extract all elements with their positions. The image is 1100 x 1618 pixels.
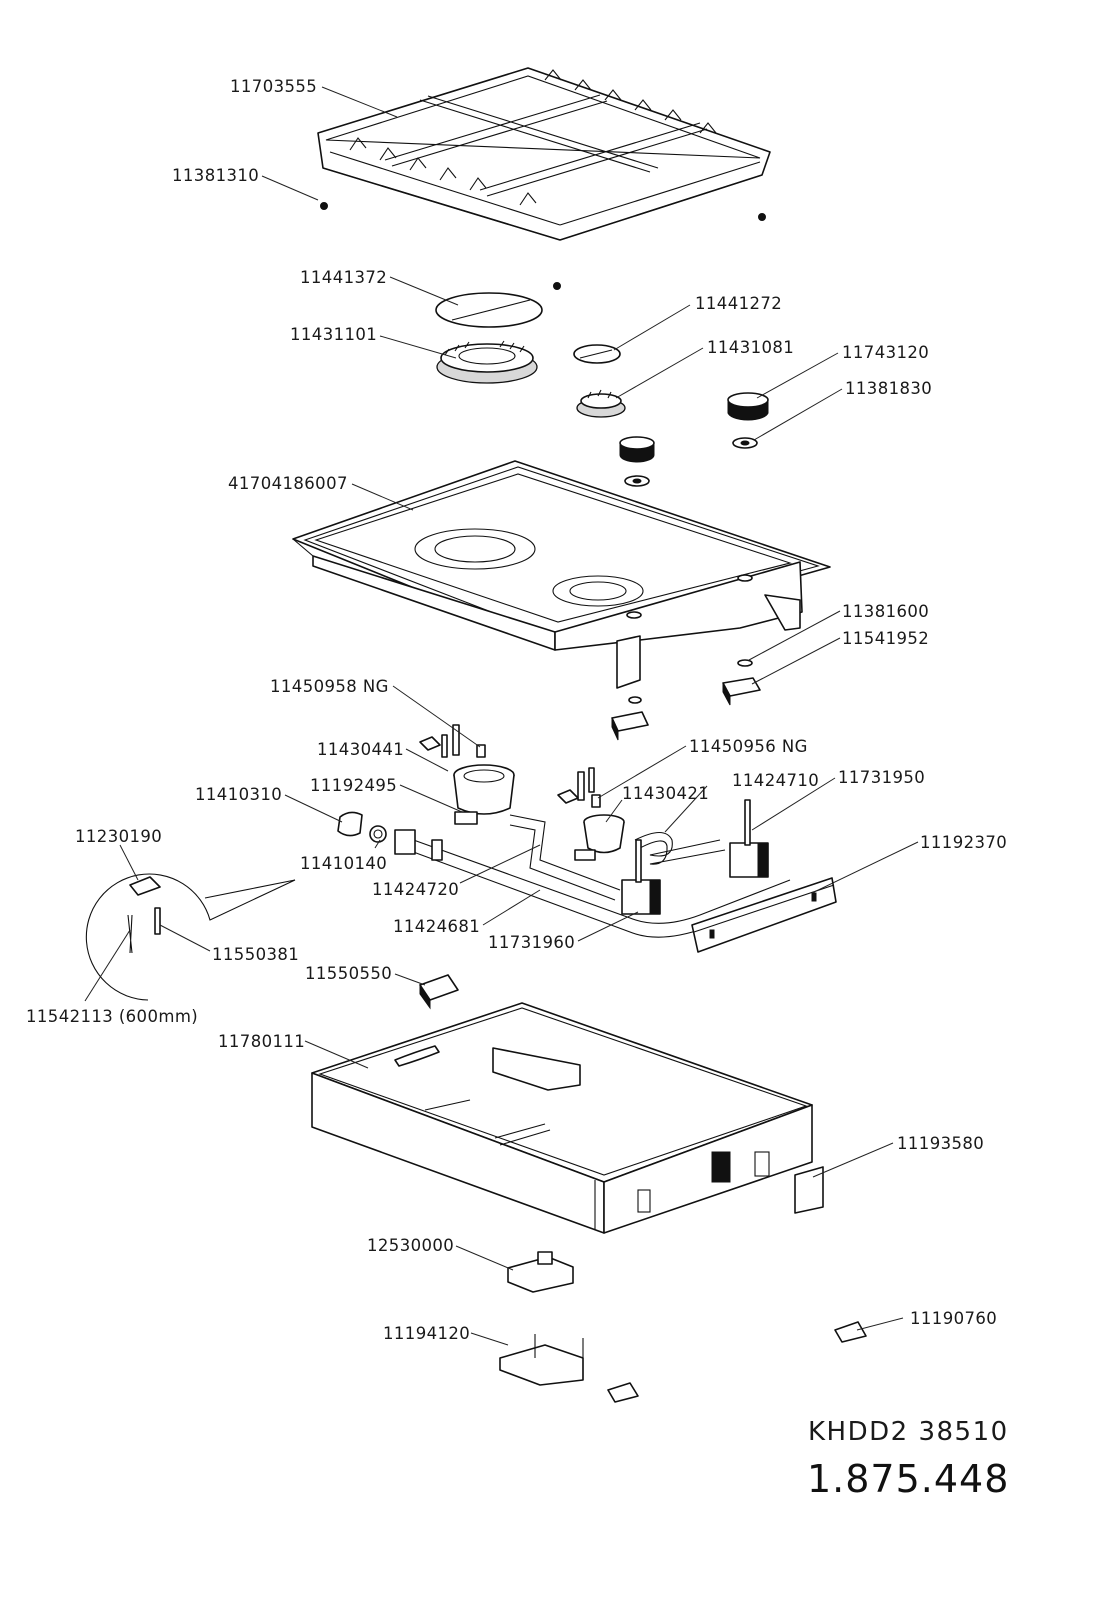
label-11743120: 11743120 <box>842 343 929 362</box>
large-burner-cap <box>435 292 543 328</box>
label-11450958-ng: 11450958 NG <box>270 677 389 696</box>
label-11731960: 11731960 <box>488 933 575 952</box>
label-11424710: 11424710 <box>732 771 819 790</box>
injector <box>476 744 601 808</box>
ignition-cable-connector <box>419 974 459 1010</box>
label-11550381: 11550381 <box>212 945 299 964</box>
fixing-clip <box>607 1321 867 1403</box>
label-41704186007: 41704186007 <box>228 474 348 493</box>
valve-switch <box>611 677 761 741</box>
label-11230190: 11230190 <box>75 827 162 846</box>
thermocouple <box>419 724 595 804</box>
label-11192495: 11192495 <box>310 776 397 795</box>
label-11450956-ng: 11450956 NG <box>689 737 808 756</box>
label-11441272: 11441272 <box>695 294 782 313</box>
label-11381310: 11381310 <box>172 166 259 185</box>
spring-clip <box>628 659 753 704</box>
label-11424681: 11424681 <box>393 917 480 936</box>
mounting-bracket <box>499 1334 584 1386</box>
label-11410310: 11410310 <box>195 785 282 804</box>
label-11430441: 11430441 <box>317 740 404 759</box>
model-code: KHDD2 38510 <box>808 1417 1009 1447</box>
label-11550550: 11550550 <box>305 964 392 983</box>
label-11430421: 11430421 <box>622 784 709 803</box>
label-12530000: 12530000 <box>367 1236 454 1255</box>
label-11190760: 11190760 <box>910 1309 997 1328</box>
knob-bezel <box>624 437 758 487</box>
detail-callout <box>85 873 296 1001</box>
label-11424720: 11424720 <box>372 880 459 899</box>
label-11193580: 11193580 <box>897 1134 984 1153</box>
spark-generator <box>507 1251 574 1293</box>
leader-lines <box>84 86 919 1346</box>
label-11780111: 11780111 <box>218 1032 305 1051</box>
large-burner-head <box>436 340 538 384</box>
label-11542113-600mm: 11542113 (600mm) <box>26 1007 198 1026</box>
label-11381600: 11381600 <box>842 602 929 621</box>
base-tray <box>311 1002 813 1234</box>
grate-screw <box>320 202 766 290</box>
control-knob <box>619 392 769 463</box>
small-burner-head <box>576 389 626 418</box>
cooktop-panel <box>292 460 831 689</box>
label-11703555: 11703555 <box>230 77 317 96</box>
label-11194120: 11194120 <box>383 1324 470 1343</box>
label-11431101: 11431101 <box>290 325 377 344</box>
pan-support-grate <box>317 67 771 241</box>
label-11731950: 11731950 <box>838 768 925 787</box>
label-11192370: 11192370 <box>920 833 1007 852</box>
document-number: 1.875.448 <box>807 1457 1009 1501</box>
small-burner-cup <box>574 814 625 861</box>
side-bracket <box>794 1166 824 1214</box>
small-burner-cap <box>573 344 621 364</box>
mounting-rail <box>691 877 837 953</box>
label-11381830: 11381830 <box>845 379 932 398</box>
label-11541952: 11541952 <box>842 629 929 648</box>
gas-valve <box>621 799 769 915</box>
part-labels: 11703555 11381310 11441372 11431101 1144… <box>26 77 1007 1343</box>
label-11441372: 11441372 <box>300 268 387 287</box>
large-burner-cup <box>453 764 515 825</box>
label-11431081: 11431081 <box>707 338 794 357</box>
label-11410140: 11410140 <box>300 854 387 873</box>
